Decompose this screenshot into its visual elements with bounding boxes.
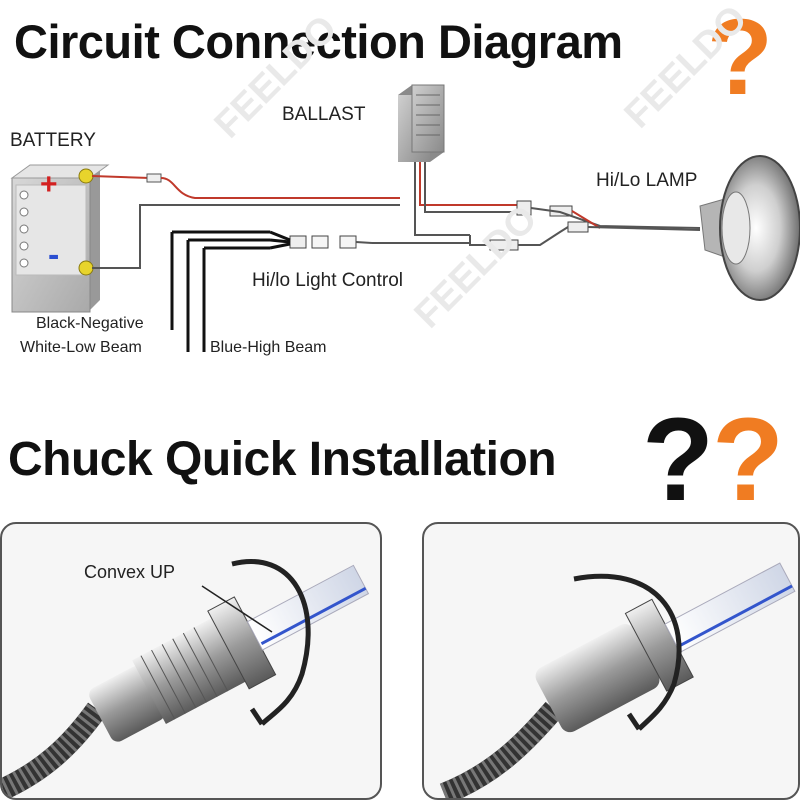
- headlamp-icon: [699, 155, 800, 301]
- bulb-with-spring-illustration: [2, 559, 370, 798]
- ballast-icon: [398, 84, 445, 162]
- ballast-label: BALLAST: [282, 104, 366, 125]
- install-panel-step-1: Convex UP: [0, 522, 382, 800]
- battery-minus-sign: -: [48, 236, 60, 274]
- question-mark-orange-2: ?: [712, 394, 785, 526]
- white-low-beam-label: White-Low Beam: [20, 339, 142, 356]
- wiring-diagram: FEELDO FEELDO FEELDO: [10, 0, 800, 352]
- lamp-label: Hi/Lo LAMP: [596, 170, 698, 191]
- convex-up-label: Convex UP: [84, 562, 176, 582]
- install-panel-step-2: [422, 522, 800, 800]
- watermark-text-2: FEELDO: [407, 198, 546, 337]
- watermark-text-3: FEELDO: [617, 0, 756, 136]
- convex-pointer: [201, 585, 273, 633]
- chuck-title: Chuck Quick Installation: [8, 433, 557, 486]
- battery-icon: [10, 164, 110, 313]
- bulb-installed-illustration: [439, 562, 796, 798]
- circuit-title: Circuit Connection Diagram: [14, 15, 623, 68]
- battery-plus-sign: +: [40, 168, 58, 201]
- blue-high-beam-label: Blue-High Beam: [210, 339, 327, 356]
- battery-label: BATTERY: [10, 130, 96, 151]
- control-label: Hi/lo Light Control: [252, 270, 404, 291]
- question-mark-orange-1: ?: [707, 0, 773, 117]
- black-negative-label: Black-Negative: [36, 315, 144, 332]
- question-mark-dark-2: ?: [642, 394, 715, 526]
